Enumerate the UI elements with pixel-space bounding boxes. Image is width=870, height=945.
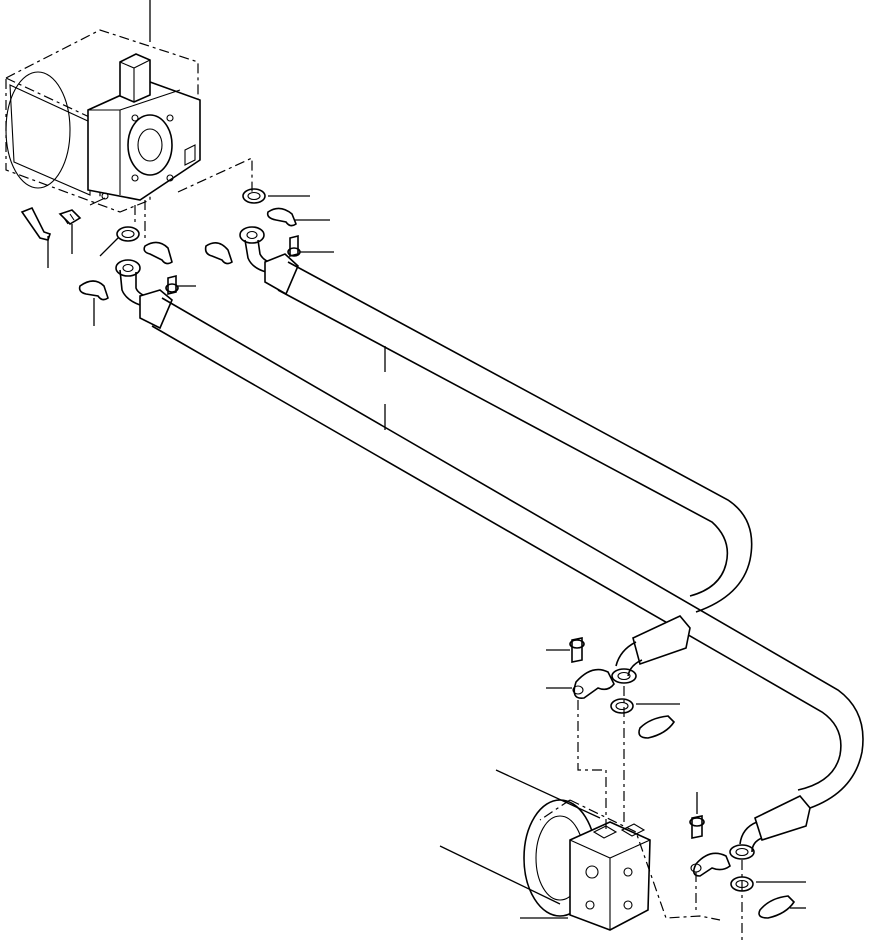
hydraulic-hose-2 [245,240,752,676]
split-flange-half-lower-4 [759,896,806,918]
flange-lower-2 [730,845,754,859]
pump-fitting-parts [22,193,108,268]
flange-upper-2 [240,227,264,243]
bolt-lower-2 [690,792,704,838]
split-flange-half-lower-1 [546,670,614,699]
o-ring-upper-2 [243,189,310,203]
split-flange-half-upper-4 [268,208,330,225]
o-ring-upper-1 [100,227,139,256]
split-flange-half-lower-3 [691,853,730,876]
bolt-lower-1 [546,638,584,662]
pump-assembly-upper [6,0,252,240]
bolt-upper-2 [288,236,334,256]
split-flange-half-upper-3 [206,243,232,264]
flange-lower-1 [612,669,636,683]
o-ring-lower-2 [731,877,806,891]
hydraulic-hose-1 [120,270,863,852]
bolt-upper-1 [166,276,196,294]
motor-assembly-lower [440,770,720,930]
split-flange-half-lower-2 [639,716,674,738]
split-flange-half-upper-2 [80,281,108,326]
o-ring-lower-1 [611,699,680,713]
flange-upper-1 [116,260,140,276]
split-flange-half-upper-1 [144,242,172,263]
